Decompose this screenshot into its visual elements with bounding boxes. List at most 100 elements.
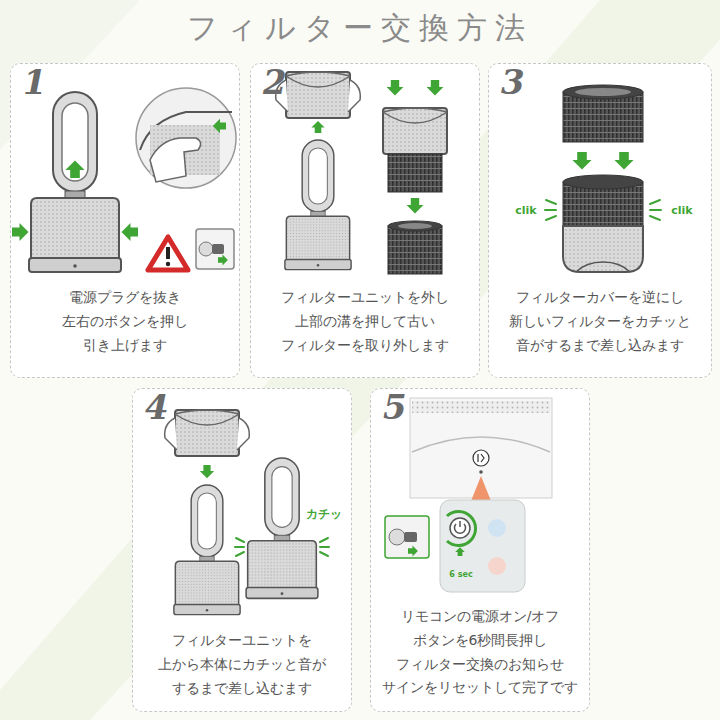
- filter-unit-figure: [407, 198, 424, 213]
- click-marks: [320, 538, 328, 542]
- step-caption: フィルターカバーを逆にし 新しいフィルターをカチッと 音がするまで差し込みます: [500, 286, 700, 357]
- purifier-figure: [311, 121, 324, 133]
- annotation-label: カチッ: [306, 506, 342, 523]
- panel-ground: [10, 63, 712, 712]
- filter-unit-figure: [398, 223, 432, 229]
- step-caption: リモコンの電源オン/オフ ボタンを6秒間長押し フィルター交換のお知らせ サイン…: [378, 605, 583, 700]
- filter-figure: [576, 262, 630, 272]
- warning-sign: [148, 237, 188, 270]
- step-caption: フィルターユニットを 上から本体にカチッと音が するまで差し込むます: [147, 629, 337, 700]
- click-marks: [320, 546, 329, 548]
- purifier-figure: [285, 140, 351, 270]
- click-marks: [650, 209, 661, 211]
- remote-figure: [447, 512, 476, 546]
- click-marks: [235, 538, 329, 556]
- purifier-figure: [174, 485, 240, 615]
- filter-unit-figure: [388, 221, 442, 231]
- filter-figure: [575, 88, 631, 96]
- click-marks: [236, 552, 244, 556]
- remote-figure: [455, 547, 465, 556]
- purifier-figure: [29, 92, 121, 272]
- step-number: 5: [383, 389, 407, 426]
- annotation-label: clik: [671, 204, 692, 217]
- click-marks: [546, 216, 556, 220]
- plug-icon: [212, 244, 224, 254]
- step-panel: 1 電源プラグを抜き 左右のボタンを押し 引き上げます: [10, 63, 240, 378]
- step-panel: 5 リモコンの電源オン/オフ ボタンを6秒間長押し フィルター交換のお知らせ サイ…: [370, 388, 590, 712]
- step-panel: 4フィルターユニットを 上から本体にカチッと音が するまで差し込むます: [132, 388, 352, 712]
- remote-figure: [459, 521, 461, 527]
- step-caption: フィルターユニットを外し 上部の溝を押して古い フィルターを取り外します: [270, 286, 460, 357]
- panel-ground: [488, 63, 712, 378]
- plug-icon: [199, 242, 213, 256]
- purifier-figure: [237, 418, 249, 450]
- display-figure: [473, 450, 489, 466]
- click-marks: [650, 200, 660, 204]
- click-marks: [545, 200, 661, 220]
- purifier-figure: [246, 458, 318, 598]
- panel-ground: [132, 388, 352, 712]
- panel-ground: [10, 63, 240, 378]
- step-panel: 3 フィルターカバーを逆にし 新しいフィルターをカチッと 音がするまで差し込みます: [488, 63, 712, 378]
- annotation-label: clik: [515, 204, 536, 217]
- purifier-figure: [65, 160, 84, 178]
- click-marks: [235, 546, 244, 548]
- plug-icon: [385, 516, 429, 558]
- filter-figure: [563, 175, 643, 189]
- button-inset: [150, 138, 201, 182]
- step-number: 3: [501, 64, 525, 101]
- button-inset: [136, 88, 236, 188]
- button-inset: [136, 88, 236, 188]
- purifier-figure: [175, 410, 239, 456]
- purifier-figure: [12, 92, 138, 272]
- page-title: フィルター交換方法: [0, 8, 720, 49]
- step-number: 2: [263, 64, 287, 101]
- purifier-figure: [122, 223, 139, 241]
- panel-ground: [250, 63, 480, 378]
- annotation-label: 6 sec: [449, 570, 472, 579]
- step-number: 1: [23, 64, 47, 101]
- click-marks: [650, 216, 660, 220]
- remote-figure: [450, 518, 470, 538]
- panel-ground: [370, 388, 590, 712]
- filter-unit-figure: [388, 154, 442, 192]
- plug-icon: [408, 546, 418, 557]
- plug-icon: [385, 516, 429, 558]
- filter-figure: [563, 85, 643, 272]
- remote-figure: [440, 500, 525, 592]
- filter-figure: [563, 85, 643, 99]
- filter-unit-figure: [427, 80, 444, 95]
- purifier-figure: [276, 72, 361, 270]
- remote-figure: [488, 519, 506, 537]
- step-panel: 2 フィルターユニットを外し 上部の溝を押して古い フィルターを取り外します: [250, 63, 480, 378]
- step-caption: 電源プラグを抜き 左右のボタンを押し 引き上げます: [30, 286, 220, 357]
- plug-icon: [196, 229, 234, 269]
- filter-figure: [614, 152, 633, 170]
- warning-sign: [148, 237, 188, 270]
- plug-icon: [196, 229, 234, 269]
- purifier-figure: [286, 72, 350, 118]
- remote-figure: [440, 500, 525, 592]
- click-marks: [545, 209, 556, 211]
- click-marks: [236, 538, 244, 542]
- filter-unit-figure: [383, 108, 447, 154]
- filter-unit-figure: [383, 80, 447, 274]
- purifier-figure: [12, 223, 29, 241]
- warning-sign: [166, 247, 170, 259]
- click-marks: [546, 200, 556, 204]
- plug-icon: [404, 532, 417, 542]
- remote-figure: [488, 557, 506, 575]
- purifier-figure: [348, 80, 360, 112]
- display-figure: [478, 454, 484, 462]
- display-figure: [410, 398, 552, 506]
- purifier-figure: [200, 465, 214, 478]
- purifier-figure: [165, 410, 318, 615]
- filter-unit-figure: [387, 80, 404, 95]
- plug-icon: [218, 255, 228, 266]
- filter-figure: [572, 152, 591, 170]
- plug-icon: [389, 529, 405, 545]
- display-figure: [479, 470, 483, 474]
